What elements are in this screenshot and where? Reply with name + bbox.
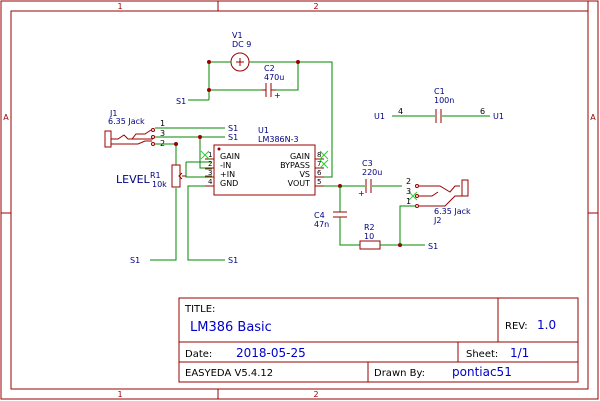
u1-pin2-name: -IN: [220, 161, 231, 170]
date-value: 2018-05-25: [236, 346, 306, 360]
u1-pin1-name: GAIN: [220, 152, 240, 161]
u1-value: LM386N-3: [258, 135, 299, 144]
sheet-label: Sheet:: [466, 349, 498, 360]
software-version: EASYEDA V5.4.12: [185, 368, 273, 379]
net-u1-left: U1: [374, 112, 385, 121]
u1-pin8-num: 8: [317, 151, 321, 159]
title-block: TITLE: LM386 Basic REV: 1.0 Date: 2018-0…: [178, 297, 579, 383]
r1-value: 10k: [152, 180, 167, 189]
svg-text:+: +: [274, 91, 281, 100]
j1-ref: J1: [109, 109, 117, 118]
title-label: TITLE:: [184, 304, 215, 315]
c1-pin-right: 6: [480, 107, 485, 116]
c3-ref: C3: [362, 159, 373, 168]
u1-pin4-num: 4: [208, 178, 213, 186]
u1-ref: U1: [258, 126, 269, 135]
col-1-bottom: 1: [117, 390, 122, 399]
r2-ref: R2: [364, 223, 375, 232]
row-a-left: A: [3, 113, 9, 122]
c3-value: 220u: [362, 168, 382, 177]
u1-pin2-num: 2: [208, 160, 212, 168]
u1-pin7-num: 7: [317, 160, 321, 168]
u1-pin3-num: 3: [208, 169, 212, 177]
level-label: LEVEL: [116, 173, 151, 186]
drawn-by-label: Drawn By:: [374, 368, 425, 379]
c4-capacitor: C4 47n: [314, 186, 360, 246]
rev-label: REV:: [505, 321, 528, 332]
svg-text:+: +: [358, 189, 365, 198]
j2-output-jack: 2 3 1 6.35 Jack J2: [399, 177, 471, 245]
sheet-value: 1/1: [510, 346, 529, 360]
c1-value: 100n: [434, 96, 454, 105]
j2-ref: J2: [433, 216, 441, 225]
c1-ref: C1: [434, 87, 445, 96]
v1-value: DC 9: [232, 40, 251, 49]
u1-pin7-name: BYPASS: [280, 161, 310, 170]
j2-pin-3: 3: [406, 187, 411, 196]
net-s1-gnd-left: S1: [130, 256, 140, 265]
date-label: Date:: [185, 349, 212, 360]
col-1-top: 1: [117, 2, 122, 11]
j1-pin-1: 1: [160, 119, 165, 128]
j2-value: 6.35 Jack: [434, 207, 471, 216]
c2-ref: C2: [264, 64, 275, 73]
r1-ref: R1: [150, 171, 161, 180]
supply-wires: [188, 61, 333, 150]
v1-battery: V1 DC 9: [230, 31, 251, 72]
c1-pin-left: 4: [398, 107, 403, 116]
rev-value: 1.0: [537, 318, 556, 332]
u1-pin5-name: VOUT: [288, 179, 310, 188]
u1-lm386: U1 LM386N-3 GAIN -IN +IN GND 1 2 3 4 GAI…: [200, 126, 329, 196]
c4-value: 47n: [314, 220, 329, 229]
net-u1-right: U1: [493, 112, 504, 121]
net-s1-j1-tip: S1: [228, 124, 238, 133]
u1-pin8-name: GAIN: [290, 152, 310, 161]
u1-pin5-num: 5: [317, 178, 321, 186]
c2-capacitor: + C2 470u: [262, 64, 284, 100]
u1-pin3-name: +IN: [220, 170, 235, 179]
input-wires: [150, 127, 225, 261]
c2-value: 470u: [264, 73, 284, 82]
col-2-top: 2: [313, 2, 318, 11]
u1-pin6-num: 6: [317, 169, 322, 177]
c1-capacitor: 4 6 C1 100n: [392, 87, 490, 123]
j2-pin-2: 2: [406, 177, 411, 186]
j2-pin-1: 1: [406, 197, 411, 206]
net-s1-supply: S1: [176, 97, 186, 106]
v1-ref: V1: [232, 31, 243, 40]
c3-capacitor: + C3 220u: [356, 159, 402, 198]
u1-pin4-name: GND: [220, 179, 238, 188]
c4-ref: C4: [314, 211, 325, 220]
drawn-by-value: pontiac51: [452, 365, 512, 379]
title-value: LM386 Basic: [190, 320, 272, 335]
net-s1-j1-ring: S1: [228, 133, 238, 142]
j1-pin-3: 3: [160, 129, 165, 138]
net-s1-output-gnd: S1: [428, 242, 438, 251]
r2-value: 10: [364, 232, 374, 241]
u1-pin1-num: 1: [208, 151, 212, 159]
r2-resistor: R2 10: [359, 223, 425, 250]
row-a-right: A: [590, 113, 596, 122]
col-2-bottom: 2: [313, 390, 318, 399]
j1-value: 6.35 Jack: [108, 117, 145, 126]
r1-potentiometer: LEVEL R1 10k: [116, 164, 186, 189]
u1-pin6-name: VS: [299, 170, 310, 179]
net-s1-gnd-u1: S1: [228, 256, 238, 265]
